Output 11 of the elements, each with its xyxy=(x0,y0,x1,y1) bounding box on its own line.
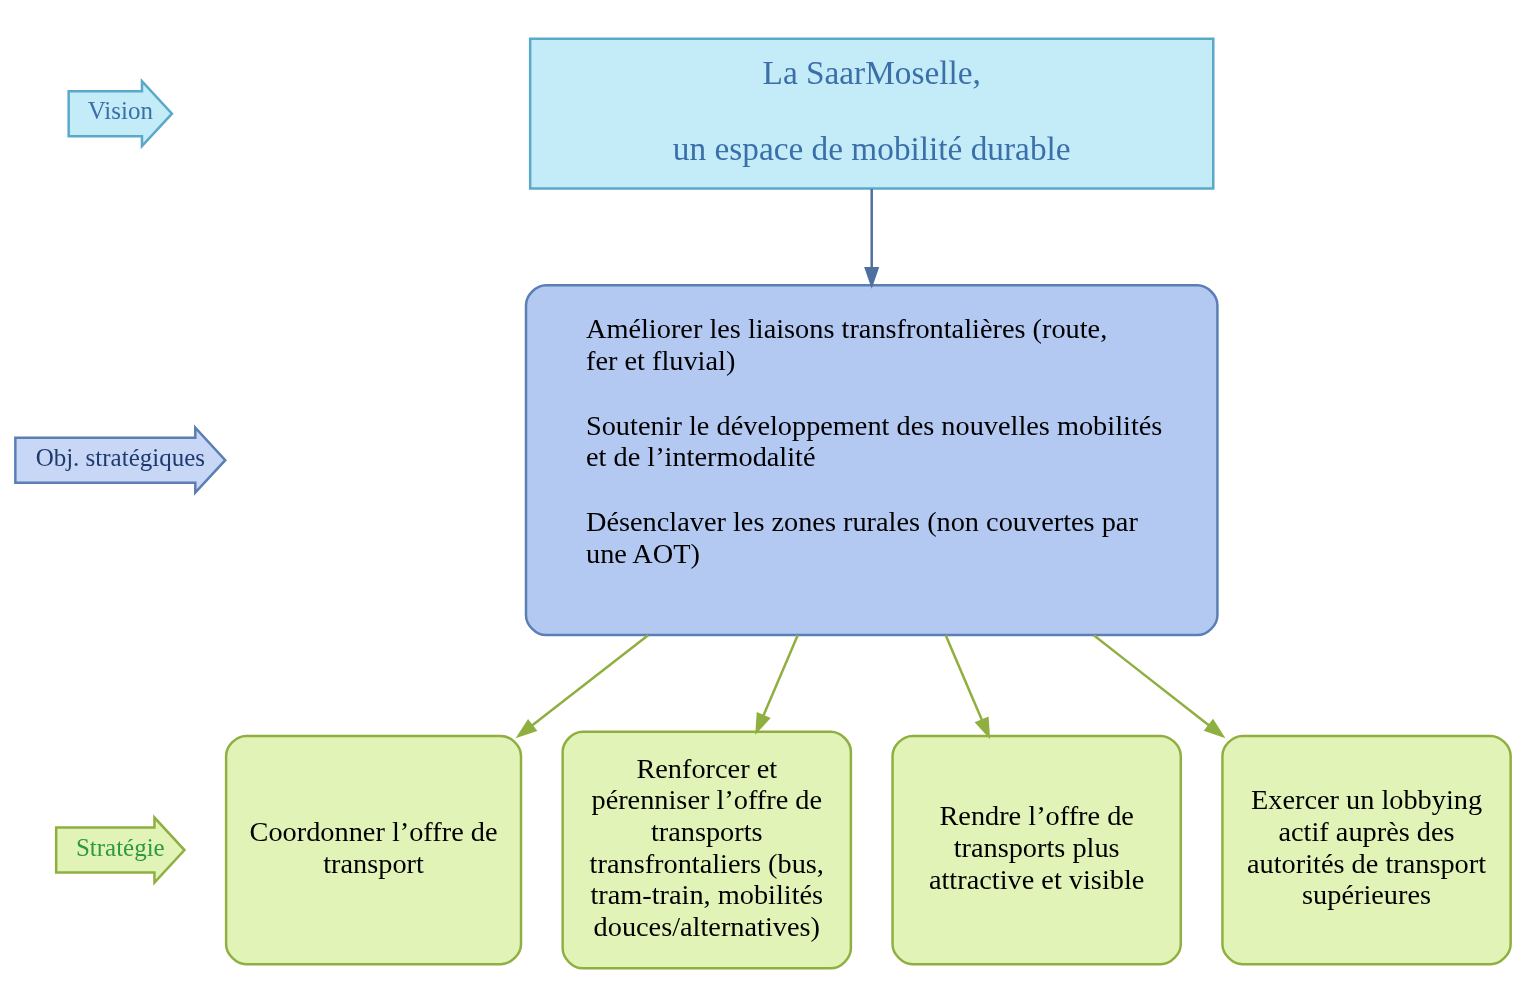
arrow xyxy=(944,634,991,740)
arrow xyxy=(755,634,799,735)
node-box: Coordonner l’offre de transport xyxy=(224,734,523,966)
arrow xyxy=(515,634,649,739)
node-box: Améliorer les liaisons transfrontalières (route, fer et fluvial) Soutenir le développement des nouvelles mobilités et de l’intermodalité Désenclaver les zones rurales (non couvertes par une AOT) xyxy=(524,284,1219,637)
node-box: La SaarMoselle, un espace de mobilité durable xyxy=(528,37,1215,190)
node-box: Rendre l’offre de transports plus attractive et visible xyxy=(891,734,1182,966)
node-box: Renforcer et pérenniser l’offre de transports transfrontaliers (bus, tram-train, mobilités douces/alternatives) xyxy=(561,730,853,970)
node-box: Exercer un lobbying actif auprès des autorités de transport supérieures xyxy=(1221,734,1512,966)
arrow xyxy=(1093,634,1226,739)
arrow xyxy=(864,188,880,289)
